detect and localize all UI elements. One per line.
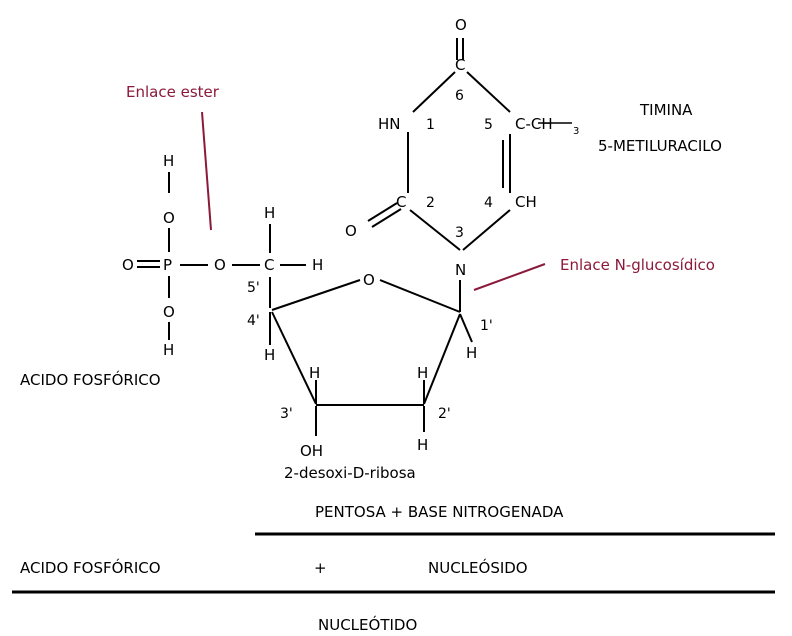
atom-ch: CH <box>515 193 537 211</box>
atom-h5-right: H <box>312 256 323 274</box>
pos-2-prime: 2' <box>438 406 451 422</box>
atom-hn: HN <box>378 115 401 133</box>
atom-ring-o: O <box>363 271 375 289</box>
atom-oh3: OH <box>300 442 323 460</box>
bond-c6-c5 <box>466 71 511 113</box>
pointer-enlace-ester <box>201 111 212 231</box>
atom-o-double: O <box>122 256 134 274</box>
atom-h2: H <box>417 364 428 382</box>
atom-o2: O <box>345 222 357 240</box>
atom-c-ch3: C-CH <box>515 115 553 133</box>
bond-c2-o2-b <box>371 208 402 228</box>
bond-c1-h1 <box>459 313 473 343</box>
pos-6: 6 <box>455 88 464 104</box>
bond-c4-o <box>271 279 361 311</box>
label-pentosa-base: PENTOSA + BASE NITROGENADA <box>315 503 564 521</box>
ch3-subscript: 3 <box>573 126 579 137</box>
atom-h-phos-bottom: H <box>163 341 174 359</box>
pos-1-prime: 1' <box>480 318 493 334</box>
label-nucleosido: NUCLEÓSIDO <box>428 558 528 577</box>
atom-p: P <box>163 256 172 274</box>
atom-h1: H <box>466 344 477 362</box>
bond-c4-n3 <box>462 209 511 251</box>
pos-3-prime: 3' <box>280 406 293 422</box>
label-acido-fosforico: ACIDO FOSFÓRICO <box>20 370 161 389</box>
atom-c6: C <box>455 56 465 74</box>
atom-h-phos-top: H <box>163 152 174 170</box>
atom-h4: H <box>264 346 275 364</box>
pos-2: 2 <box>426 195 435 211</box>
bond-c2-n3 <box>409 209 461 251</box>
pointer-enlace-n <box>473 263 546 291</box>
atom-c5: C <box>264 256 274 274</box>
label-nucleotido: NUCLEÓTIDO <box>318 615 417 634</box>
atom-o-ester: O <box>214 256 226 274</box>
bond-c2-o2-a <box>367 202 398 222</box>
atom-c2: C <box>396 193 406 211</box>
atom-n9: N <box>455 261 466 279</box>
atom-h3: H <box>309 364 320 382</box>
bond-c1-c2 <box>423 313 461 405</box>
atom-h5-top: H <box>264 204 275 222</box>
atom-o-phos-bottom: O <box>163 303 175 321</box>
bond-c4-c3 <box>271 311 317 405</box>
label-desoxirribosa: 2-desoxi-D-ribosa <box>284 464 416 482</box>
label-timina: TIMINA <box>639 101 693 119</box>
label-acido-fosforico-2: ACIDO FOSFÓRICO <box>20 558 161 577</box>
atom-h2-bottom: H <box>417 436 428 454</box>
atom-o6: O <box>455 16 467 34</box>
pos-3: 3 <box>455 225 464 241</box>
pos-5-prime: 5' <box>247 280 260 296</box>
pos-4: 4 <box>484 195 493 211</box>
label-enlace-n-glucosidico: Enlace N-glucosídico <box>560 256 715 274</box>
atom-o-phos-top: O <box>163 209 175 227</box>
pos-4-prime: 4' <box>247 313 260 329</box>
bond-o-c1 <box>379 279 461 313</box>
label-metiluracilo: 5-METILURACILO <box>598 137 722 155</box>
bond-c6-n1 <box>412 71 456 113</box>
pos-5: 5 <box>484 117 493 133</box>
label-enlace-ester: Enlace ester <box>126 83 220 101</box>
pos-1: 1 <box>426 117 435 133</box>
label-plus: + <box>314 559 327 577</box>
